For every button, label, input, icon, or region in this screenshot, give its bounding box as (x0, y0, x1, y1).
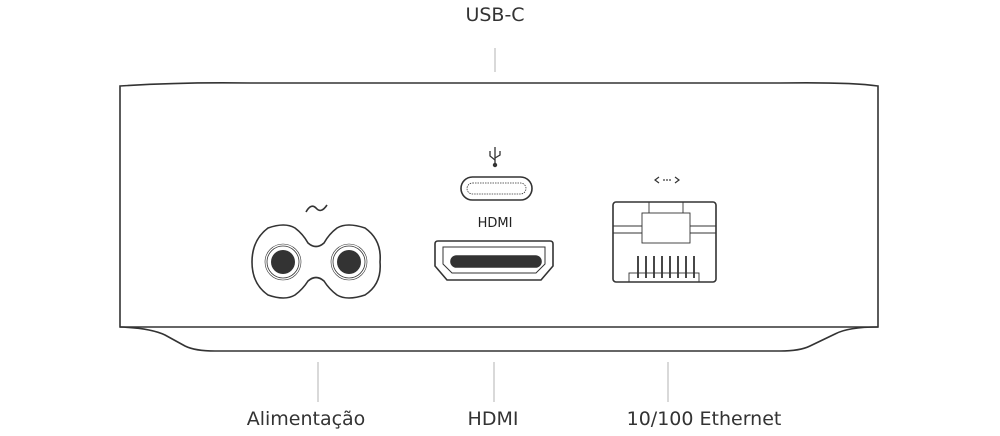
power-label: Alimentação (246, 408, 366, 430)
device-base (119, 326, 879, 352)
usb-c-port (460, 176, 533, 201)
usb-c-label: USB-C (465, 4, 525, 26)
hdmi-label: HDMI (467, 408, 519, 430)
power-port (251, 224, 382, 299)
hdmi-port-text: HDMI (477, 216, 513, 231)
power-pin-left (271, 250, 295, 274)
ethernet-label: 10/100 Ethernet (626, 408, 782, 430)
device-body (119, 82, 879, 328)
ethernet-port (612, 201, 717, 283)
usb-icon (489, 147, 501, 164)
hdmi-port (434, 240, 554, 281)
ethernet-icon (654, 176, 680, 184)
power-ac-icon (305, 204, 328, 213)
ethernet-pins (637, 256, 695, 278)
power-pin-right (337, 250, 361, 274)
